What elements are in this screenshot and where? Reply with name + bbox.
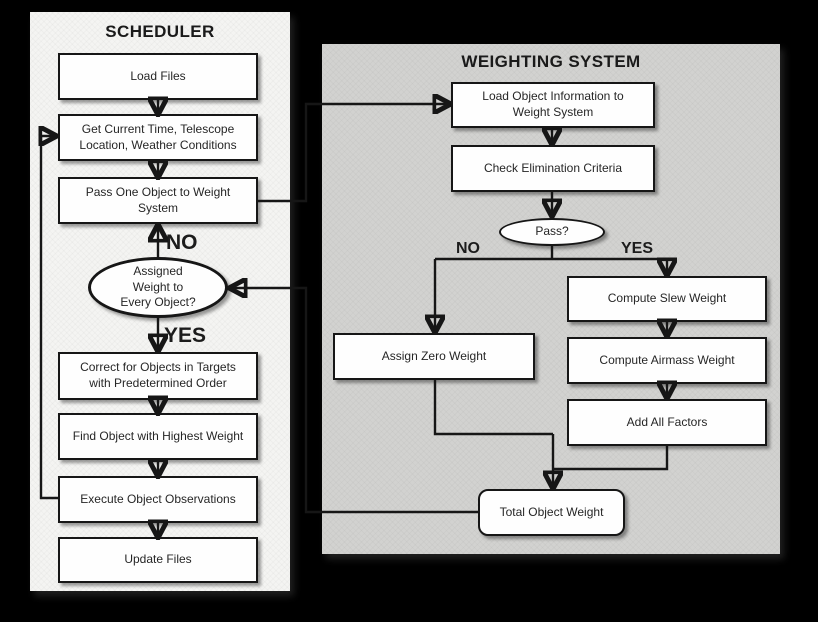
node-label: Correct for Objects in Targets with Pred… (80, 360, 236, 390)
node-label: Load Files (130, 68, 186, 83)
node-label: Assign Zero Weight (381, 348, 487, 363)
weighting-title: WEIGHTING SYSTEM (461, 52, 641, 71)
label-weighting-yes: YES (621, 240, 654, 257)
node-label: Add All Factors (626, 414, 708, 429)
decision-assigned-weight: Assigned Weight to Every Object? (88, 257, 228, 318)
node-label: Pass? (535, 224, 569, 239)
node-add-all-factors: Add All Factors (567, 399, 767, 446)
node-label: Compute Airmass Weight (599, 352, 735, 367)
node-correct-for-objects: Correct for Objects in Targets with Pred… (58, 352, 258, 400)
node-load-files: Load Files (58, 53, 258, 100)
node-load-object-info: Load Object Information to Weight System (451, 82, 655, 128)
label-weighting-no: NO (456, 240, 480, 257)
node-compute-airmass-weight: Compute Airmass Weight (567, 337, 767, 384)
scheduler-title: SCHEDULER (105, 22, 215, 41)
node-label: Get Current Time, Telescope Location, We… (79, 121, 237, 152)
node-label: Assigned Weight to Every Object? (120, 263, 196, 310)
node-pass-one-object: Pass One Object to Weight System (58, 177, 258, 224)
label-scheduler-no: NO (166, 231, 198, 254)
node-label: Update Files (124, 552, 192, 567)
node-label: Pass One Object to Weight System (85, 184, 231, 215)
node-execute-observations: Execute Object Observations (58, 476, 258, 523)
node-find-highest-weight: Find Object with Highest Weight (58, 413, 258, 460)
node-label: Find Object with Highest Weight (72, 428, 244, 443)
node-total-object-weight: Total Object Weight (478, 489, 625, 536)
label-scheduler-yes: YES (164, 324, 207, 347)
node-compute-slew-weight: Compute Slew Weight (567, 276, 767, 322)
node-update-files: Update Files (58, 537, 258, 583)
node-check-elimination: Check Elimination Criteria (451, 145, 655, 192)
node-label: Execute Object Observations (80, 491, 236, 506)
node-label: Check Elimination Criteria (483, 160, 623, 175)
decision-pass: Pass? (499, 218, 605, 246)
node-assign-zero-weight: Assign Zero Weight (333, 333, 535, 380)
node-label: Total Object Weight (499, 504, 604, 519)
node-label: Compute Slew Weight (607, 291, 727, 306)
node-get-current-conditions: Get Current Time, Telescope Location, We… (58, 114, 258, 161)
node-label: Load Object Information to Weight System (482, 89, 624, 119)
